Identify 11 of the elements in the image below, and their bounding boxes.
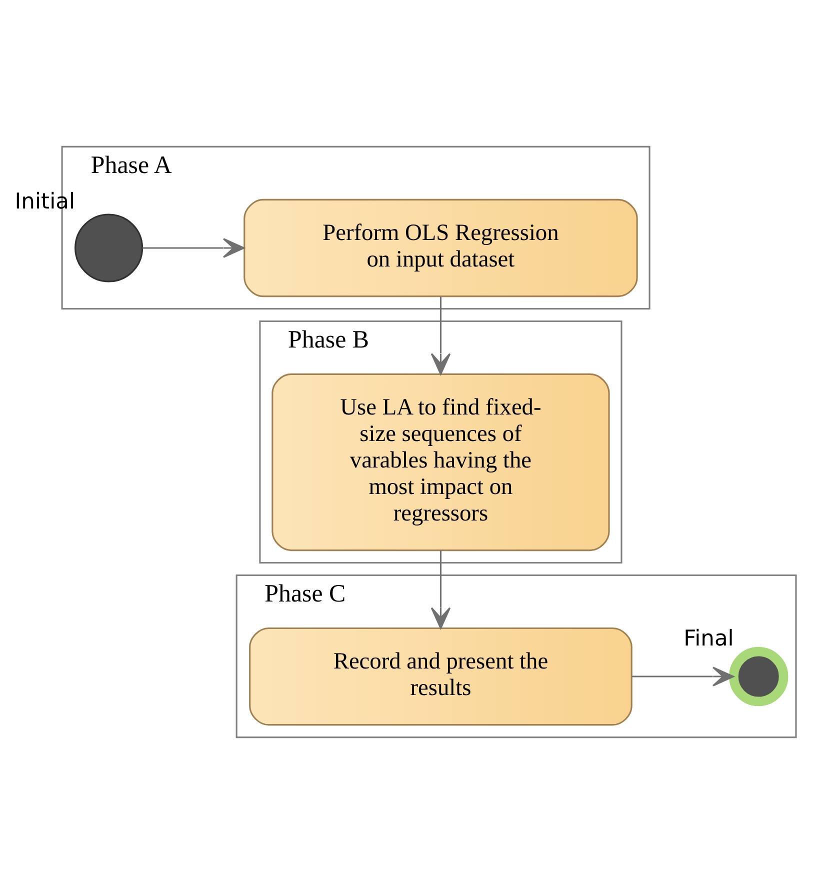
arrow — [430, 296, 451, 375]
node-label: Initial — [14, 190, 76, 215]
node-circle — [729, 646, 788, 706]
arrow — [632, 666, 734, 686]
node-circle — [74, 214, 144, 282]
node-label: Final — [684, 626, 734, 652]
arrow — [430, 550, 451, 629]
node-box: Use LA to find fixed-size sequences of varables having the most impact on regressors — [272, 373, 610, 552]
node-box: Record and present the results — [249, 627, 632, 726]
arrow — [142, 238, 245, 258]
node-box: Perform OLS Regression on input dataset — [244, 198, 638, 298]
